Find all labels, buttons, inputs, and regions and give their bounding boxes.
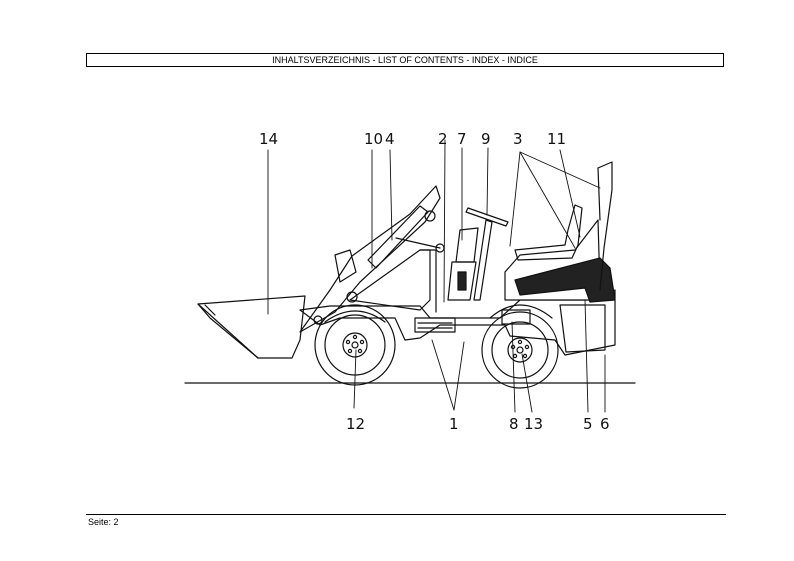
callout-1: 1: [449, 415, 459, 433]
callout-2: 2: [438, 130, 448, 148]
hydraulic-cylinder: [367, 205, 429, 269]
callout-5: 5: [583, 415, 593, 433]
page-number: Seite: 2: [88, 517, 119, 527]
bucket: [197, 295, 306, 359]
callout-10: 10: [364, 130, 383, 148]
callout-6: 6: [600, 415, 610, 433]
rear-wheel: [481, 304, 559, 389]
callout-13: 13: [524, 415, 543, 433]
header-title: INHALTSVERZEICHNIS - LIST OF CONTENTS - …: [86, 53, 724, 67]
callout-7: 7: [457, 130, 467, 148]
callout-4: 4: [385, 130, 395, 148]
steering-column: [473, 219, 493, 301]
callout-8: 8: [509, 415, 519, 433]
operator-seat: [514, 204, 583, 261]
callout-12: 12: [346, 415, 365, 433]
footer-divider: [86, 514, 726, 515]
callout-3: 3: [513, 130, 523, 148]
steering-wheel: [465, 207, 509, 227]
front-frame: [349, 249, 431, 311]
callout-11: 11: [547, 130, 566, 148]
callout-9: 9: [481, 130, 491, 148]
callout-14: 14: [259, 130, 278, 148]
